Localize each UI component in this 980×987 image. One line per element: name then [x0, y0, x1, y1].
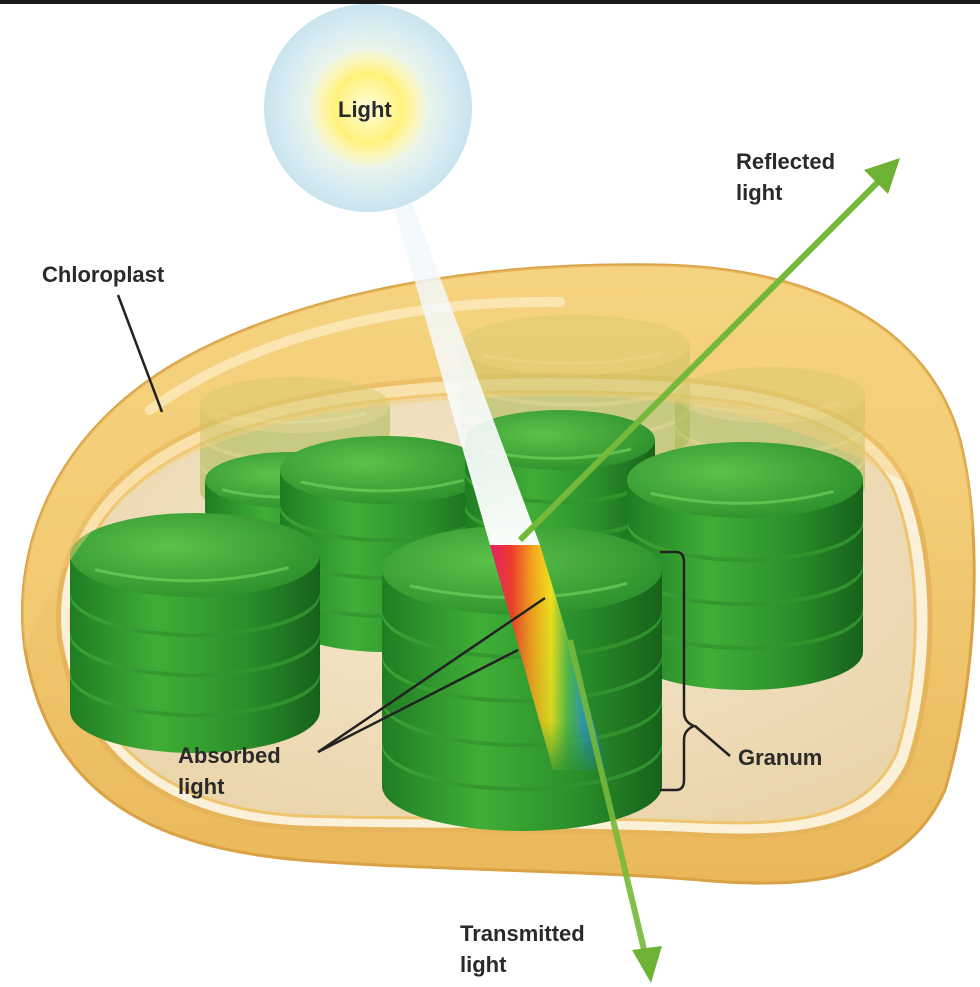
thylakoid-disc: [280, 436, 490, 538]
reflected-light-label-line2: light: [736, 177, 782, 208]
absorbed-light-label-line2: light: [178, 771, 224, 802]
light-label: Light: [338, 94, 392, 125]
thylakoid-disc: [70, 513, 320, 633]
transmitted-light-label-line2: light: [460, 949, 506, 980]
granum-right: [627, 442, 863, 690]
granum-left: [70, 513, 320, 753]
absorbed-light-label-line1: Absorbed: [178, 740, 281, 771]
chloroplast-label: Chloroplast: [42, 259, 164, 290]
transmitted-light-label-line1: Transmitted: [460, 918, 585, 949]
reflected-light-label-line1: Reflected: [736, 146, 835, 177]
thylakoid-disc: [627, 442, 863, 558]
top-border: [0, 0, 980, 4]
granum-label: Granum: [738, 742, 822, 773]
